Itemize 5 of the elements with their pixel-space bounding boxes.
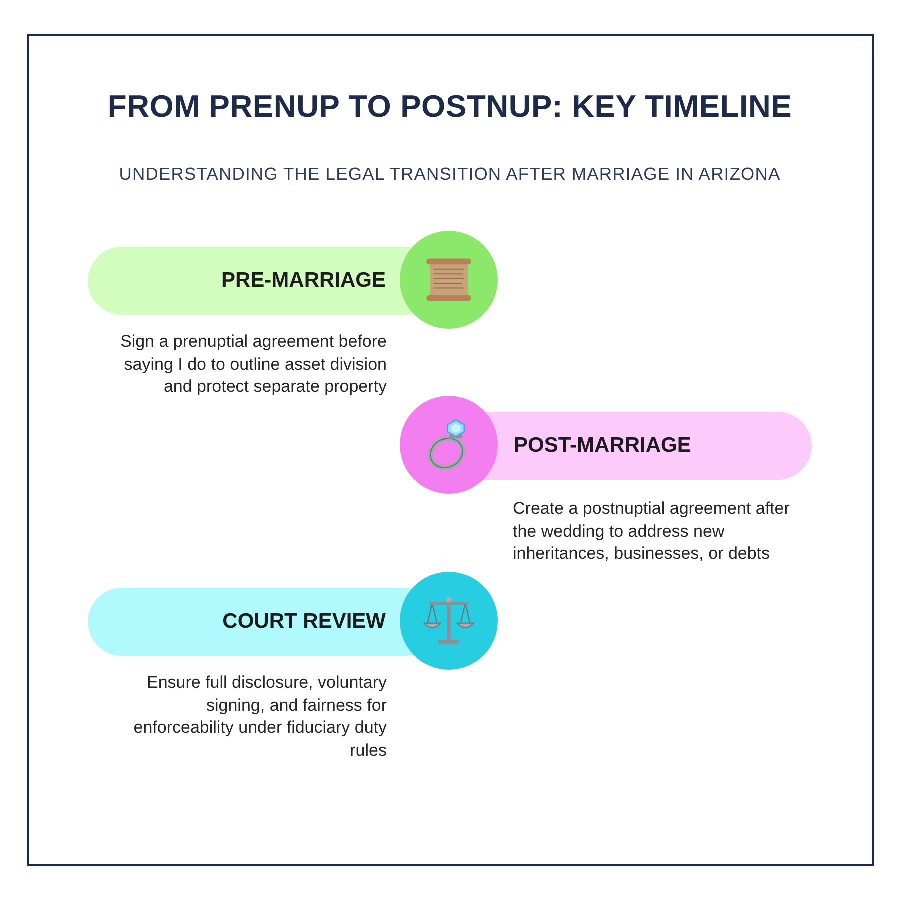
stage-description: Create a postnuptial agreement after the wedding to address new inheritances, businesses, or debts — [513, 498, 791, 565]
title: FROM PRENUP TO POSTNUP: KEY TIMELINE — [108, 88, 792, 126]
stage-description: Ensure full disclosure, voluntary signing, and fairness for enforceability under fiduciary duty rules — [132, 672, 387, 762]
stage-description: Sign a prenuptial agreement before saying I do to outline asset division and protect separate property — [119, 331, 387, 398]
subtitle: UNDERSTANDING THE LEGAL TRANSITION AFTER MARRIAGE IN ARIZONA — [119, 163, 781, 185]
